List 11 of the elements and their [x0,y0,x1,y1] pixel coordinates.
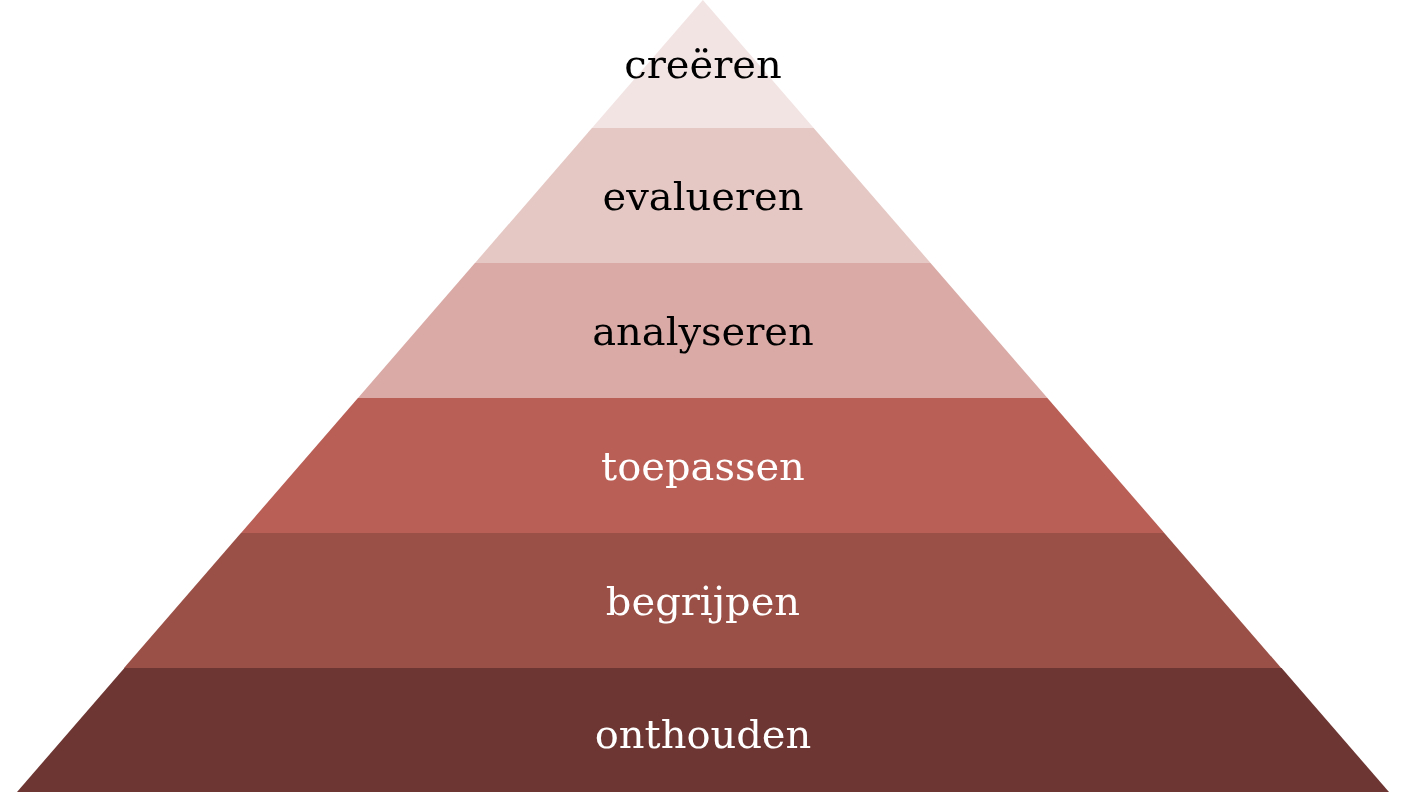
tier-label: creëren [624,40,782,88]
pyramid-tier [358,263,1048,398]
pyramid-tier [124,533,1282,668]
tier-label: analyseren [592,307,814,355]
tier-label: evalueren [602,172,804,220]
tier-label: toepassen [601,442,805,490]
pyramid-tier [17,668,1389,792]
pyramid-tier [241,398,1165,533]
tier-label: begrijpen [605,577,801,625]
pyramid-tier [475,128,931,263]
tier-label: onthouden [594,710,812,758]
